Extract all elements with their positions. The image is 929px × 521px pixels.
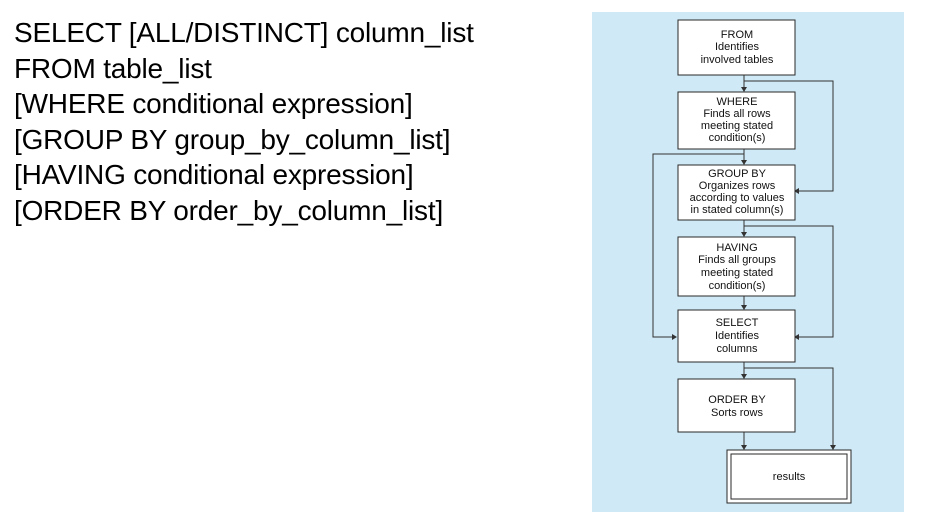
connectors: [652, 75, 836, 450]
from-line-1: Identifies: [715, 41, 760, 53]
where-line-3: condition(s): [709, 132, 766, 144]
where-line-1: Finds all rows: [703, 108, 771, 120]
sql-syntax-block: SELECT [ALL/DISTINCT] column_list FROM t…: [14, 15, 474, 229]
arrowhead-select: [741, 305, 747, 310]
arrowhead-select-right: [794, 334, 799, 340]
group-by-line-3: in stated column(s): [691, 204, 784, 216]
from-line-2: involved tables: [701, 54, 774, 66]
having-line-2: meeting stated: [701, 267, 773, 279]
results-title: results: [773, 471, 806, 483]
results-box-inner: [730, 453, 848, 500]
having-box: [677, 236, 796, 297]
where-title: WHERE: [717, 96, 758, 108]
arrowhead-having: [741, 232, 747, 237]
having-line-1: Finds all groups: [698, 254, 776, 266]
having-title: HAVING: [716, 242, 757, 254]
order-by-title: ORDER BY: [708, 394, 766, 406]
select-box: [677, 309, 796, 363]
having-step: HAVING Finds all groups meeting stated c…: [677, 236, 796, 297]
results-step: results: [726, 449, 852, 504]
from-step: FROM Identifies involved tables: [677, 19, 796, 76]
arrowhead-results-right: [830, 445, 836, 450]
syntax-line-group-by: [GROUP BY group_by_column_list]: [14, 123, 451, 155]
connector-from-bypass: [744, 80, 834, 192]
arrowhead-results: [741, 445, 747, 450]
group-by-step: GROUP BY Organizes rows according to val…: [677, 164, 796, 221]
connector-select-bypass: [744, 367, 834, 446]
order-by-line-1: Sorts rows: [711, 407, 763, 419]
group-by-box: [677, 164, 796, 221]
select-line-2: columns: [717, 343, 758, 355]
having-line-3: condition(s): [709, 280, 766, 292]
syntax-line-where: [WHERE conditional expression]: [14, 88, 413, 120]
where-step: WHERE Finds all rows meeting stated cond…: [677, 91, 796, 150]
arrowhead-where: [741, 87, 747, 92]
syntax-line-having: [HAVING conditional expression]: [14, 159, 414, 191]
arrowhead-groupby-right: [794, 188, 799, 194]
group-by-title: GROUP BY: [708, 168, 767, 180]
syntax-line-order-by: [ORDER BY order_by_column_list]: [14, 194, 444, 226]
group-by-line-2: according to values: [690, 192, 785, 204]
order-by-box: [677, 378, 796, 433]
query-processing-diagram: FROM Identifies involved tables WHERE Fi…: [652, 19, 852, 504]
connector-where-bypass: [652, 153, 744, 338]
syntax-line-from: FROM table_list: [14, 52, 212, 84]
select-step: SELECT Identifies columns: [677, 309, 796, 363]
where-box: [677, 91, 796, 150]
order-by-step: ORDER BY Sorts rows: [677, 378, 796, 433]
select-line-1: Identifies: [715, 330, 760, 342]
arrowhead-orderby: [741, 374, 747, 379]
group-by-line-1: Organizes rows: [699, 180, 776, 192]
connector-groupby-bypass: [744, 225, 834, 338]
where-line-2: meeting stated: [701, 120, 773, 132]
syntax-line-select: SELECT [ALL/DISTINCT] column_list: [14, 17, 474, 48]
from-title: FROM: [721, 29, 753, 41]
from-box: [677, 19, 796, 76]
select-title: SELECT: [716, 317, 759, 329]
arrowhead-select-left: [672, 334, 677, 340]
arrowhead-groupby: [741, 160, 747, 165]
